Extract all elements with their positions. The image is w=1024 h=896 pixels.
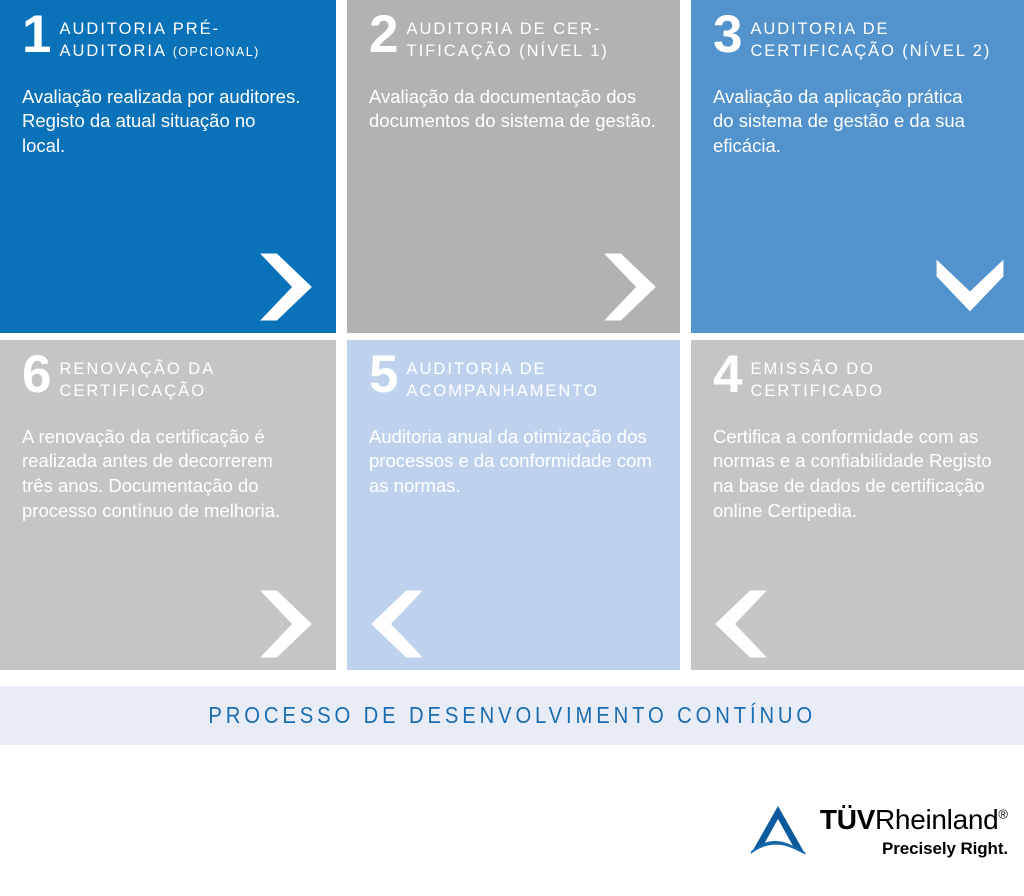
step-card-5[interactable]: 5 AUDITORIA DE ACOMPANHAMENTO Auditoria … [347, 340, 680, 670]
step-1-body: Avaliação realizada por auditores. Regis… [22, 85, 301, 157]
step-2-header: 2 AUDITORIA DE CER-TIFICAÇÃO (NÍVEL 1) [369, 5, 658, 64]
logo-brand: TÜVRheinland® [820, 805, 1008, 834]
step-4-number: 4 [713, 345, 743, 404]
step-6-number: 6 [22, 345, 52, 404]
step-card-4[interactable]: 4 EMISSÃO DO CERTIFICADO Certifica a con… [691, 340, 1024, 670]
step-4-title: EMISSÃO DO CERTIFICADO [750, 360, 885, 400]
step-4-header: 4 EMISSÃO DO CERTIFICADO [713, 345, 1002, 404]
step-card-3[interactable]: 3 AUDITORIA DE CERTIFICAÇÃO (NÍVEL 2) Av… [691, 0, 1024, 333]
logo-wordmark: TÜVRheinland® Precisely Right. [820, 802, 1008, 859]
step-3-body: Avaliação da aplicação prática do sistem… [713, 85, 965, 157]
step-3-header: 3 AUDITORIA DE CERTIFICAÇÃO (NÍVEL 2) [713, 5, 1002, 64]
step-1-title-main: AUDITORIA PRÉ-AUDITORIA [59, 20, 221, 60]
step-5-header: 5 AUDITORIA DE ACOMPANHAMENTO [369, 345, 658, 404]
banner-label: PROCESSO DE DESENVOLVIMENTO CONTÍNUO [208, 702, 816, 728]
step-5-title: AUDITORIA DE ACOMPANHAMENTO [406, 360, 599, 400]
step-6-header: 6 RENOVAÇÃO DA CERTIFICAÇÃO [22, 345, 314, 404]
logo-brand-regular: Rheinland [875, 804, 999, 835]
step-2-body: Avaliação da documentação dos documentos… [369, 85, 656, 132]
chevron-left-icon [703, 586, 779, 662]
step-6-title: RENOVAÇÃO DA CERTIFICAÇÃO [59, 360, 215, 400]
step-3-title: AUDITORIA DE CERTIFICAÇÃO (NÍVEL 2) [750, 20, 992, 60]
tuv-rheinland-triangle-icon [749, 804, 807, 856]
step-6-body: A renovação da certificação é realizada … [22, 425, 281, 521]
step-1-header: 1 AUDITORIA PRÉ-AUDITORIA (OPCIONAL) [22, 5, 314, 64]
tuv-rheinland-logo: TÜVRheinland® Precisely Right. [749, 802, 1008, 859]
registered-trademark-icon: ® [998, 806, 1008, 822]
logo-claim: Precisely Right. [882, 839, 1008, 859]
step-5-body: Auditoria anual da otimização dos proces… [369, 425, 652, 497]
chevron-down-icon [932, 249, 1008, 325]
logo-brand-bold: TÜV [819, 804, 875, 835]
step-1-number: 1 [22, 5, 52, 64]
step-2-title: AUDITORIA DE CER-TIFICAÇÃO (NÍVEL 1) [406, 20, 609, 60]
continuous-process-banner: PROCESSO DE DESENVOLVIMENTO CONTÍNUO [0, 686, 1024, 745]
chevron-right-icon [248, 586, 324, 662]
step-1-title: AUDITORIA PRÉ-AUDITORIA (OPCIONAL) [59, 14, 314, 63]
step-card-2[interactable]: 2 AUDITORIA DE CER-TIFICAÇÃO (NÍVEL 1) A… [347, 0, 680, 333]
step-3-number: 3 [713, 5, 743, 64]
step-1-title-suffix: (OPCIONAL) [172, 44, 260, 59]
step-card-1[interactable]: 1 AUDITORIA PRÉ-AUDITORIA (OPCIONAL) Ava… [0, 0, 336, 333]
step-card-6[interactable]: 6 RENOVAÇÃO DA CERTIFICAÇÃO A renovação … [0, 340, 336, 670]
step-4-body: Certifica a conformidade com as normas e… [713, 425, 992, 521]
chevron-right-icon [248, 249, 324, 325]
step-2-number: 2 [369, 5, 399, 64]
process-step-grid: 1 AUDITORIA PRÉ-AUDITORIA (OPCIONAL) Ava… [0, 0, 1024, 670]
chevron-left-icon [359, 586, 435, 662]
chevron-right-icon [592, 249, 668, 325]
step-5-number: 5 [369, 345, 399, 404]
